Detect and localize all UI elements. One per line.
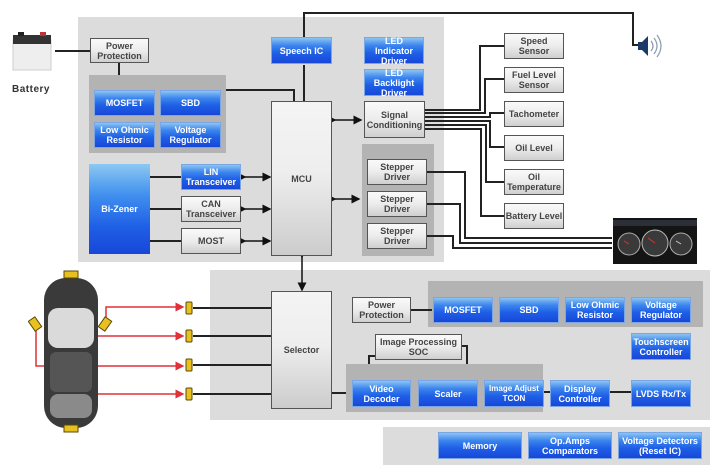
image-adjust-tcon: Image Adjust TCON [484, 380, 544, 407]
voltage-regulator: Voltage Regulator [160, 122, 221, 148]
video-decoder: Video Decoder [352, 380, 411, 407]
stepper-driver-2: Stepper Driver [367, 191, 427, 217]
led-backlight-driver: LED Backlight Driver [364, 68, 424, 98]
led-indicator-driver: LED Indicator Driver [364, 36, 424, 66]
mosfet: MOSFET [94, 90, 155, 116]
car-top-view-icon [27, 268, 114, 433]
selector: Selector [271, 291, 332, 409]
bi-zener: Bi-Zener [89, 164, 150, 254]
lower-sbd: SBD [499, 297, 559, 323]
instrument-cluster-icon [613, 218, 697, 264]
most: MOST [181, 228, 241, 254]
display-controller: Display Controller [550, 380, 610, 407]
sbd: SBD [160, 90, 221, 116]
op-amps-comparators: Op.Amps Comparators [528, 432, 612, 459]
speed-sensor: Speed Sensor [504, 33, 564, 59]
lower-power-protection: Power Protection [352, 297, 411, 323]
speech-ic: Speech IC [271, 37, 332, 64]
oil-temperature: Oil Temperature [504, 169, 564, 195]
mcu: MCU [271, 101, 332, 256]
speaker-icon [636, 33, 666, 59]
voltage-detectors-reset-ic: Voltage Detectors (Reset IC) [618, 432, 702, 459]
can-transceiver: CAN Transceiver [181, 196, 241, 222]
lin-transceiver: LIN Transceiver [181, 164, 241, 190]
battery-icon [10, 30, 55, 72]
lower-voltage-regulator: Voltage Regulator [631, 297, 691, 323]
battery-level: Battery Level [504, 203, 564, 229]
stepper-driver-3: Stepper Driver [367, 223, 427, 249]
scaler: Scaler [418, 380, 478, 407]
power-protection: Power Protection [90, 38, 149, 63]
signal-conditioning: Signal Conditioning [364, 101, 425, 138]
tachometer: Tachometer [504, 101, 564, 127]
touchscreen-controller: Touchscreen Controller [631, 333, 691, 360]
low-ohmic-resistor: Low Ohmic Resistor [94, 122, 155, 148]
fuel-level-sensor: Fuel Level Sensor [504, 67, 564, 93]
battery-label: Battery [12, 84, 50, 95]
lower-mosfet: MOSFET [433, 297, 493, 323]
memory: Memory [438, 432, 522, 459]
stepper-driver-1: Stepper Driver [367, 159, 427, 185]
oil-level: Oil Level [504, 135, 564, 161]
lvds-rx-tx: LVDS Rx/Tx [631, 380, 691, 407]
lower-low-ohmic-resistor: Low Ohmic Resistor [565, 297, 625, 323]
image-processing-soc: Image Processing SOC [375, 334, 462, 360]
